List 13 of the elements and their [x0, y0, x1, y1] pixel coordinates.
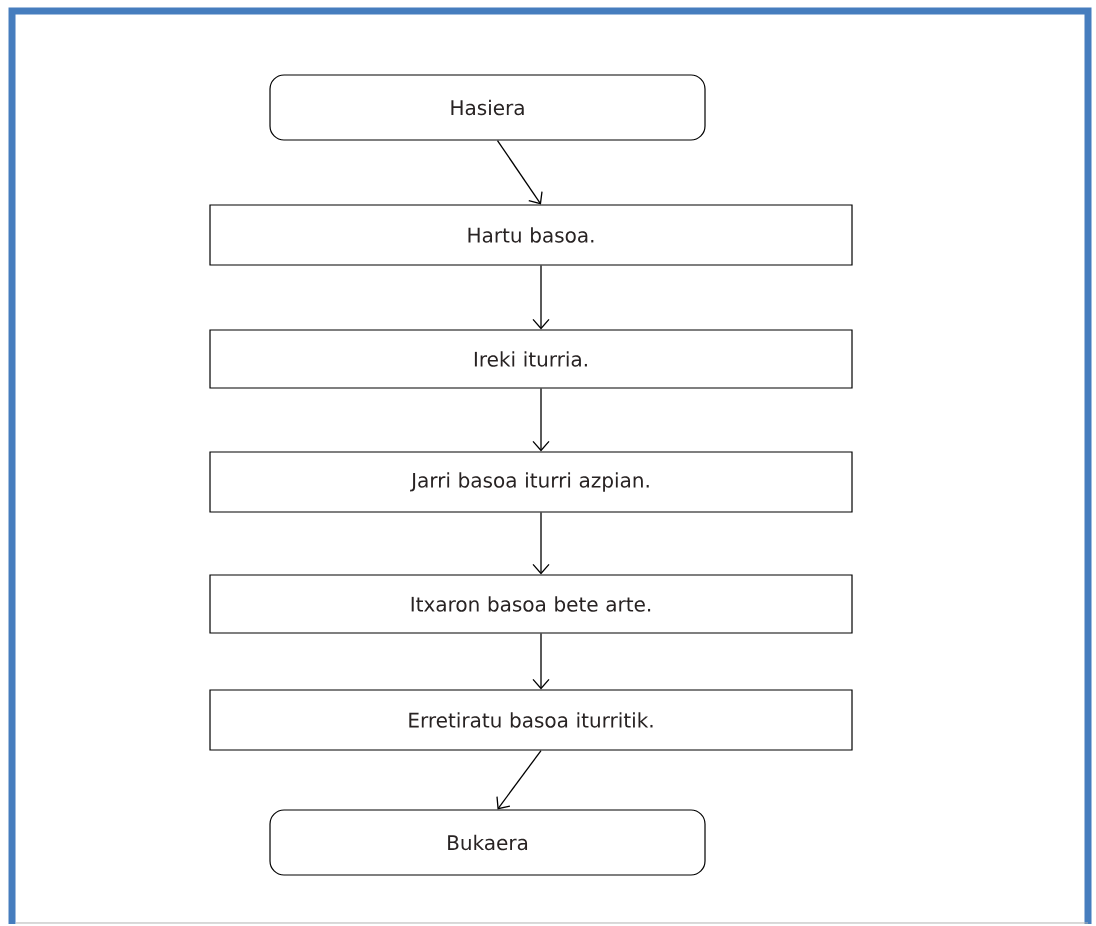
terminal-box: Bukaera: [269, 809, 706, 876]
arrow: [532, 511, 550, 575]
arrow: [532, 632, 550, 690]
terminal-box: Hasiera: [269, 74, 706, 141]
process-box: Erretiratu basoa iturritik.: [209, 689, 853, 751]
process-box: Jarri basoa iturri azpian.: [209, 451, 853, 513]
process-box: Itxaron basoa bete arte.: [209, 574, 853, 634]
arrow: [532, 387, 550, 452]
arrow: [532, 264, 550, 330]
arrow: [496, 749, 542, 810]
process-box: Ireki iturria.: [209, 329, 853, 389]
process-box: Hartu basoa.: [209, 204, 853, 266]
arrow: [496, 139, 543, 205]
